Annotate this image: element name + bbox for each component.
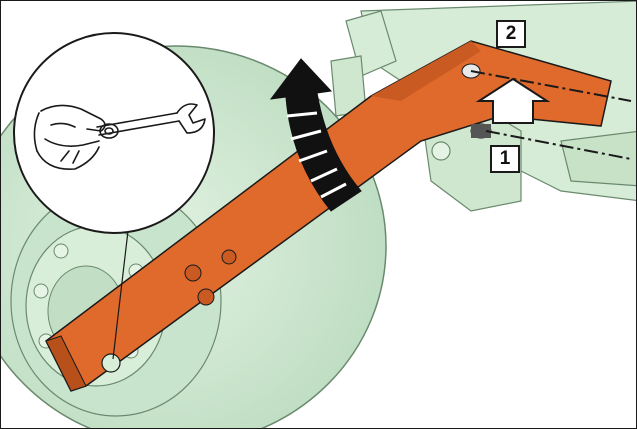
wrench-in-hand-icon bbox=[33, 103, 206, 170]
callout-2: 2 bbox=[496, 20, 526, 48]
lift-up-arrow-icon bbox=[475, 77, 551, 124]
orange-arm bbox=[45, 40, 612, 392]
alignment-line-2 bbox=[470, 70, 632, 102]
detail-leader-line bbox=[112, 230, 129, 360]
callout-1: 1 bbox=[490, 145, 520, 173]
detail-circle bbox=[13, 32, 215, 234]
rotate-up-arrow-icon bbox=[269, 58, 362, 212]
bolt bbox=[101, 353, 121, 373]
